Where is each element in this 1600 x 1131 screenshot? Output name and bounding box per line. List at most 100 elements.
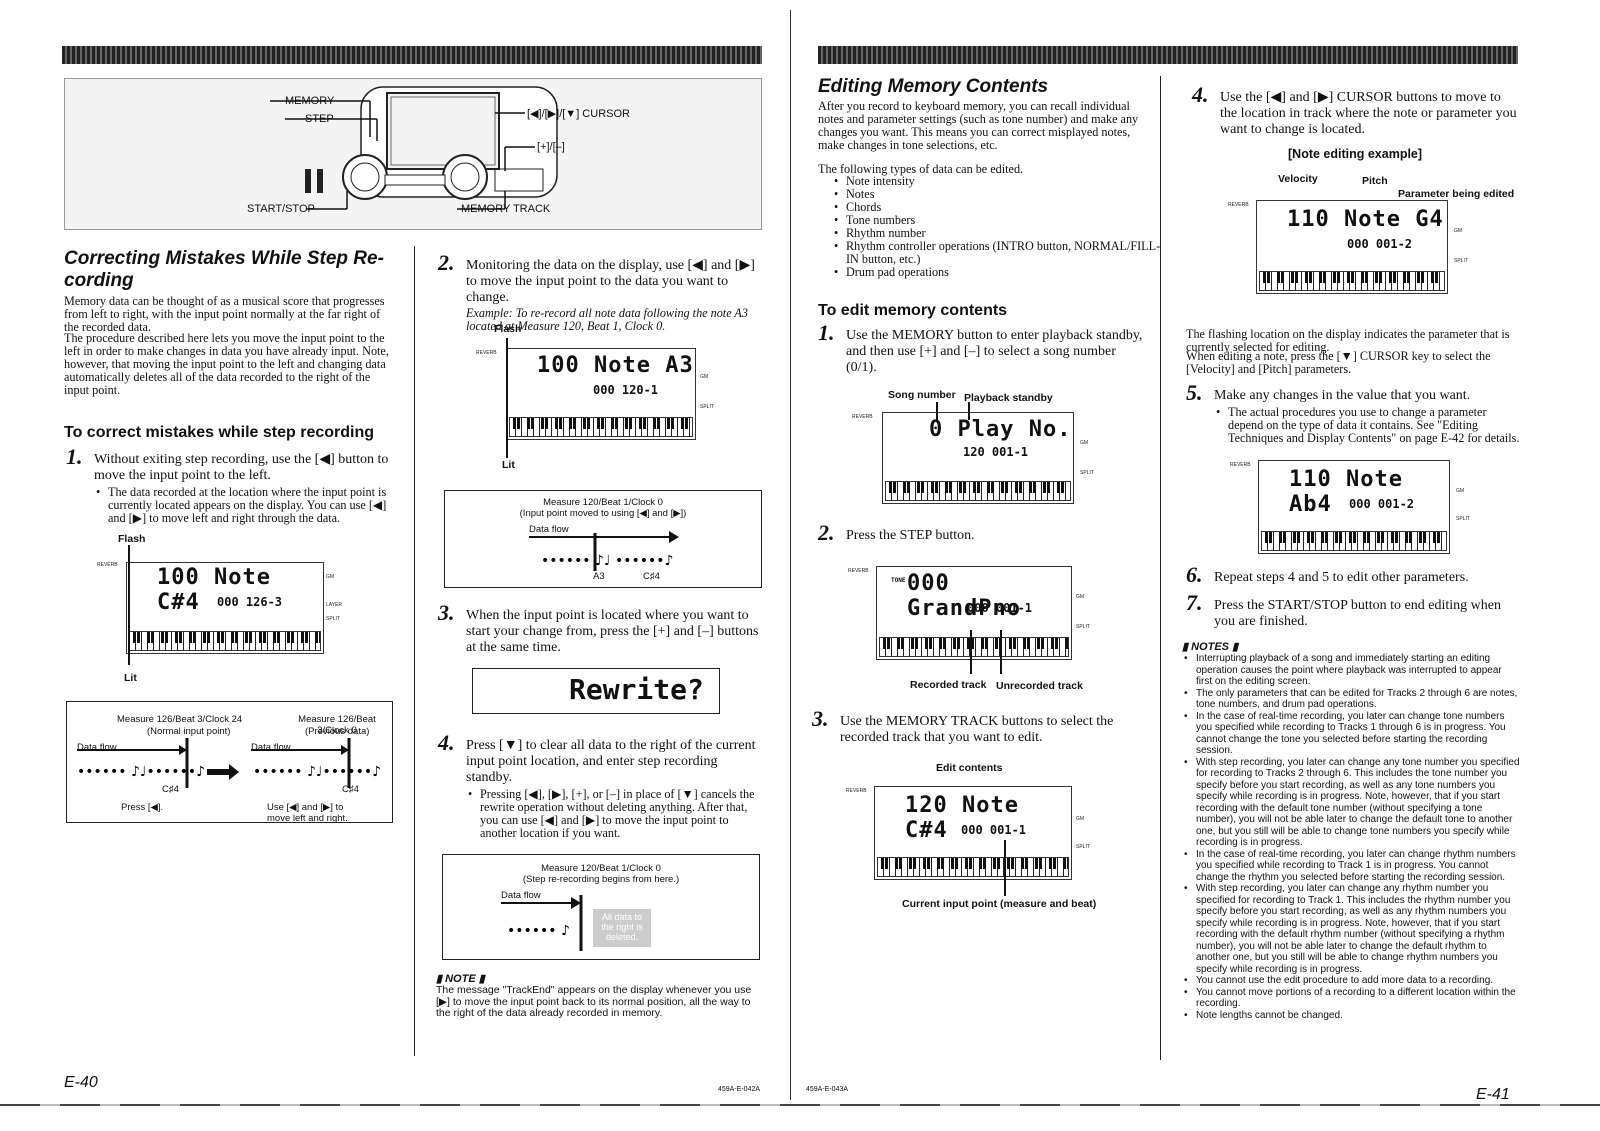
lcd2-side-reverb: REVERB	[476, 350, 497, 356]
lcd2-keyboard	[509, 417, 693, 437]
lcd-c-main-text: 120 Note C#4	[905, 793, 1019, 843]
lcd-e-side-gm: GM	[1456, 488, 1465, 494]
rewrite-text: Rewrite?	[569, 673, 704, 706]
lcd-c-side-split: SPLIT	[1076, 844, 1090, 850]
diagram1-flow-right: Data flow	[251, 742, 291, 753]
lcd-b-side-gm: GM	[1076, 594, 1085, 600]
left-page-number: E-40	[64, 1074, 98, 1091]
lcd-c-current-input-point: Current input point (measure and beat)	[902, 898, 1097, 910]
bullet: Pressing [◀], [▶], [+], or [–] in place …	[468, 788, 766, 840]
step-text: Press [▼] to clear all data to the right…	[466, 738, 756, 785]
diagram3-flow: Data flow	[501, 890, 541, 901]
svg-text:•••••• ♪: •••••• ♪	[507, 923, 570, 939]
page-gutter	[790, 10, 791, 1100]
note-item: With step recording, you later can chang…	[1184, 883, 1520, 975]
bullet: The actual procedures you use to change …	[1216, 406, 1520, 445]
step-bullets: Pressing [◀], [▶], [+], or [–] in place …	[466, 788, 766, 840]
notes-list: Interrupting playback of a song and imme…	[1182, 653, 1520, 1021]
lcd2-flash-label: Flash	[494, 323, 522, 335]
lcd-d-pitch: Pitch	[1362, 175, 1388, 187]
right-subhead: To edit memory contents	[818, 302, 1008, 319]
diagram1-right-title: Measure 126/Beat 3/Clock 0	[298, 714, 376, 736]
left-note: ▮ NOTE ▮ The message "TrackEnd" appears …	[436, 972, 766, 1020]
left-intro-2: The procedure described here lets you mo…	[64, 331, 389, 397]
lcd-a-display: 0 Play No. 120 001-1	[882, 412, 1074, 504]
lcd-d-parameter-edited: Parameter being edited	[1398, 188, 1515, 200]
lcd-a-side-reverb: REVERB	[852, 414, 873, 420]
lcd-a-keyboard	[885, 481, 1071, 501]
keyboard-panel-box: MEMORY STEP START/STOP [◀]/[▶]/[▼] CURSO…	[64, 78, 762, 230]
diagram3-graphic: •••••• ♪	[501, 895, 651, 951]
diagram1-flow-left: Data flow	[77, 742, 117, 753]
panel-label-memory-track: MEMORY TRACK	[461, 203, 551, 215]
type-item: Note intensity	[834, 175, 1162, 189]
lcd-d-side-gm: GM	[1454, 228, 1463, 234]
right-step-1: 1. Use the MEMORY button to enter playba…	[818, 322, 1146, 376]
lcd2-lit-label: Lit	[502, 459, 515, 471]
note-item: The only parameters that can be edited f…	[1184, 688, 1520, 711]
right-page-code: 459A-E-043A	[806, 1086, 849, 1093]
lcd1-keyboard	[129, 631, 321, 651]
svg-text:•••••• ♪♩••••••♪: •••••• ♪♩••••••♪	[253, 764, 381, 780]
right-step-7: 7. Press the START/STOP button to end ed…	[1186, 592, 1520, 630]
diagram2-graphic: •••••• ♪♩ ••••••♪	[529, 531, 679, 571]
lcd-c-side-reverb: REVERB	[846, 788, 867, 794]
diagram-3: Measure 120/Beat 1/Clock 0 (Step re-reco…	[442, 854, 760, 960]
step-number: 5.	[1186, 380, 1203, 405]
left-step-2: 2. Monitoring the data on the display, u…	[438, 252, 766, 333]
left-step-4: 4. Press [▼] to clear all data to the ri…	[438, 732, 766, 840]
panel-label-plus-minus: [+]/[–]	[537, 141, 565, 153]
diagram2-title: Measure 120/Beat 1/Clock 0	[543, 497, 663, 508]
lcd-b-side-split: SPLIT	[1076, 624, 1090, 630]
lcd-e-main-text: 110 Note Ab4	[1289, 467, 1403, 517]
lcd-d-side-split: SPLIT	[1454, 258, 1468, 264]
step-text: Monitoring the data on the display, use …	[466, 258, 755, 305]
right-header-bar	[818, 46, 1518, 64]
lcd-a-pointer-1	[936, 402, 938, 420]
step-text: Make any changes in the value that you w…	[1214, 388, 1471, 403]
lcd-e-keyboard	[1261, 531, 1447, 551]
lcd2-sub-text: 000 120-1	[593, 383, 659, 397]
diagram1-left-title: Measure 126/Beat 3/Clock 24	[117, 714, 243, 725]
step-number: 1.	[818, 320, 835, 345]
lcd-a-song-number: Song number	[888, 389, 956, 401]
lcd1-side-reverb: REVERB	[97, 562, 118, 568]
keyboard-panel-illustration	[270, 86, 558, 210]
right-step-2: 2. Press the STEP button.	[818, 522, 1146, 544]
diagram2-sub: (Input point moved to using [◀] and [▶])	[519, 508, 687, 519]
left-header-bar	[62, 46, 762, 64]
note-item: You cannot move portions of a recording …	[1184, 987, 1520, 1010]
diagram1-note-right: C♯4	[342, 784, 359, 795]
note-item: You cannot use the edit procedure to add…	[1184, 975, 1520, 987]
step-text: Without exiting step recording, use the …	[94, 452, 389, 483]
lcd-a-side-gm: GM	[1080, 440, 1089, 446]
bottom-rule	[0, 1104, 1600, 1106]
lcd-b-recorded-track: Recorded track	[910, 679, 987, 691]
diagram-2: Measure 120/Beat 1/Clock 0 (Input point …	[444, 490, 762, 588]
right-column-divider	[1160, 76, 1161, 1060]
bullet: The data recorded at the location where …	[96, 486, 394, 525]
note-item: In the case of real-time recording, you …	[1184, 711, 1520, 757]
lcd1-display: 100 Note C#4 000 126-3	[126, 562, 324, 654]
lcd-c-display: 120 Note C#4 000 001-1	[874, 786, 1072, 880]
notes-heading: ▮ NOTES ▮	[1182, 641, 1239, 653]
right-types-intro: The following types of data can be edite…	[818, 162, 1024, 176]
lcd-b-tone: TONE	[891, 577, 906, 584]
lcd-b-keyboard	[879, 637, 1069, 657]
rewrite-display: Rewrite?	[472, 668, 720, 714]
lcd2-pointer	[506, 338, 508, 458]
right-section-title: Editing Memory Contents	[818, 76, 1049, 97]
lcd-b-pointer-unrecorded	[1000, 630, 1002, 674]
type-item: Rhythm controller operations (INTRO butt…	[834, 240, 1162, 266]
flash-note-2: When editing a note, press the [▼] CURSO…	[1186, 349, 1491, 376]
lcd-b-side-reverb: REVERB	[848, 568, 869, 574]
step-number: 2.	[438, 250, 455, 275]
diagram2-note-a3: A3	[593, 571, 605, 582]
note-item: With step recording, you later can chang…	[1184, 757, 1520, 849]
lcd-d-display: 110 Note G4 000 001-2	[1256, 200, 1448, 294]
lcd-b-display: TONE 000 GrandPno 000 001-1	[876, 566, 1072, 660]
lcd1-lit-label: Lit	[124, 672, 137, 684]
lcd-d-main-text: 110 Note G4	[1287, 207, 1444, 232]
step-number: 4.	[1192, 82, 1209, 107]
diagram3-title: Measure 120/Beat 1/Clock 0	[541, 863, 661, 874]
